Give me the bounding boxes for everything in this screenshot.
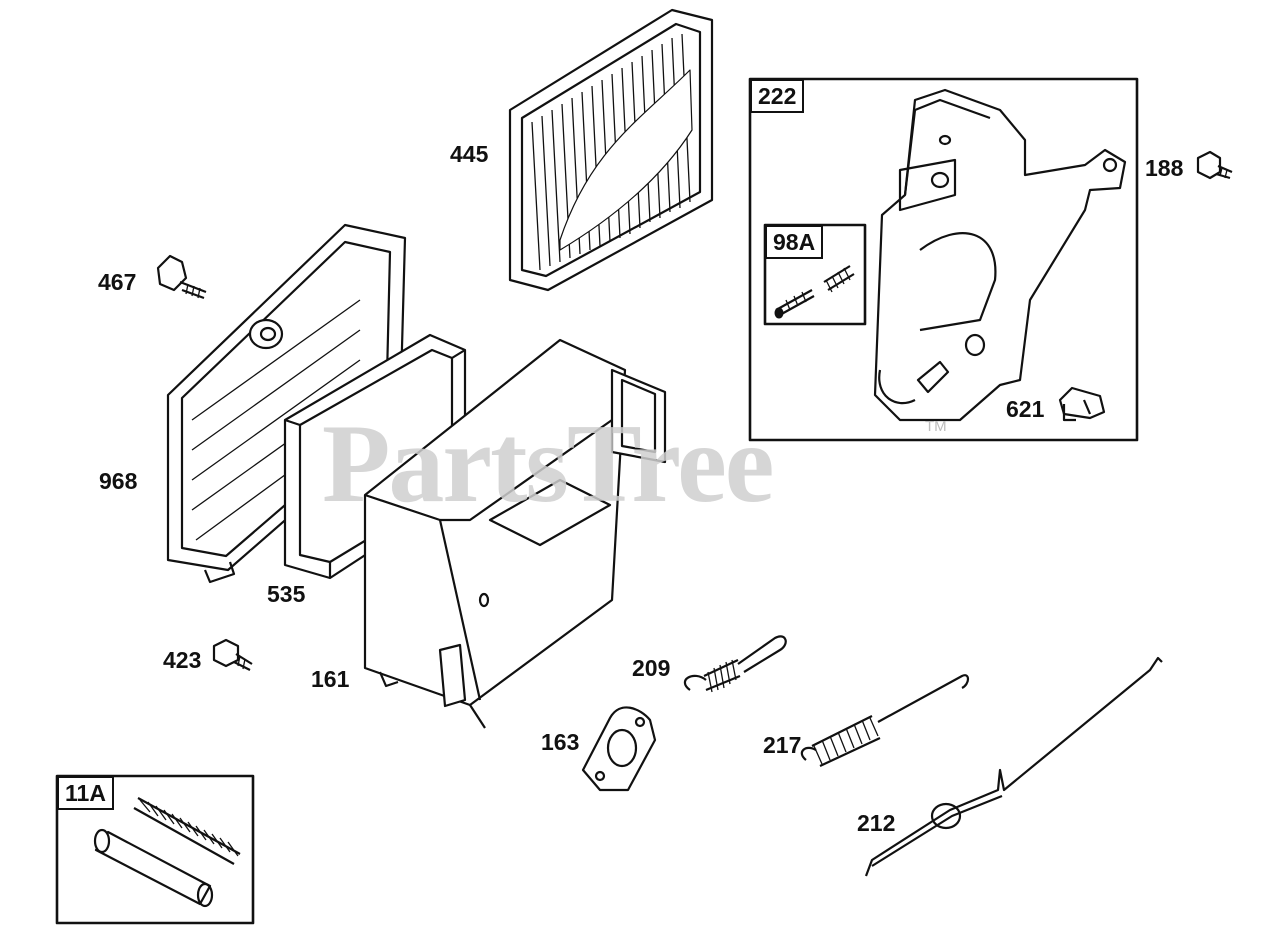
air-cleaner-base[interactable]: [166, 223, 407, 584]
kit-label-222[interactable]: 222: [750, 79, 805, 113]
governor-spring[interactable]: [683, 635, 787, 693]
callout-161[interactable]: 161: [311, 666, 350, 692]
control-bracket[interactable]: [873, 88, 1127, 422]
air-cleaner-cover[interactable]: [363, 338, 667, 729]
callout-535[interactable]: 535: [267, 581, 306, 607]
trademark-symbol: TM: [925, 418, 947, 435]
callout-188[interactable]: 188: [1145, 155, 1184, 181]
kit-label-98a[interactable]: 98A: [765, 225, 824, 259]
callout-445[interactable]: 445: [450, 141, 489, 167]
watermark: PartsTree: [322, 402, 775, 526]
retainer-clip[interactable]: [1058, 386, 1106, 422]
kit-98a-parts[interactable]: [774, 265, 855, 319]
callout-423[interactable]: 423: [163, 647, 202, 673]
callout-212[interactable]: 212: [857, 810, 896, 836]
bolt[interactable]: [1196, 150, 1233, 180]
callout-217[interactable]: 217: [763, 732, 802, 758]
kit-11a-parts[interactable]: [93, 797, 241, 908]
callout-467[interactable]: 467: [98, 269, 137, 295]
kit-box-222: [748, 77, 1139, 442]
extension-spring[interactable]: [800, 674, 970, 767]
kit-label-11a[interactable]: 11A: [57, 776, 114, 810]
knob-screw[interactable]: [156, 254, 207, 300]
callout-163[interactable]: 163: [541, 729, 580, 755]
callout-621[interactable]: 621: [1006, 396, 1045, 422]
governor-rod[interactable]: [864, 656, 1163, 877]
callout-209[interactable]: 209: [632, 655, 671, 681]
kit-box-11a: [55, 774, 255, 925]
callout-968[interactable]: 968: [99, 468, 138, 494]
gasket[interactable]: [581, 706, 657, 792]
air-filter-cartridge[interactable]: [508, 8, 714, 292]
hex-screw[interactable]: [212, 638, 253, 671]
